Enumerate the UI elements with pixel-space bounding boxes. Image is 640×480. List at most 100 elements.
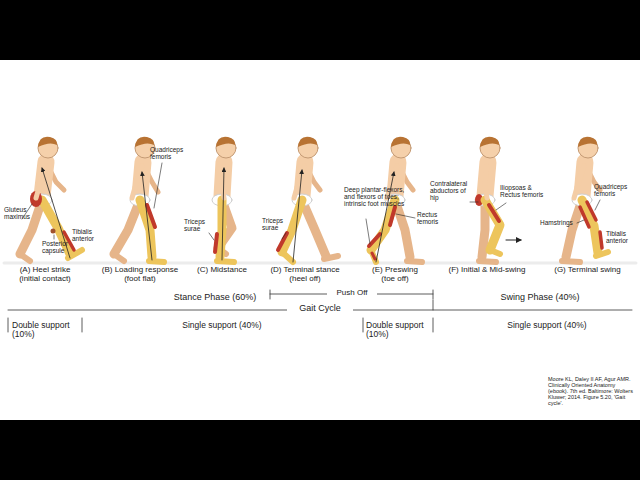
arm [574, 166, 584, 198]
muscle-label: Tibialis anterior [72, 228, 104, 242]
push-off-label: Push Off [327, 289, 377, 298]
phase-caption: (G) Terminal swing [545, 266, 630, 275]
walking-boy [20, 137, 82, 261]
front-leg [395, 200, 410, 257]
arm [485, 166, 487, 198]
walking-boy [278, 137, 338, 262]
support-label: Double support (10%) [12, 321, 80, 340]
gait-cycle-label: Gait Cycle [287, 304, 353, 314]
foot-bone [149, 261, 164, 262]
swing-arrow [506, 240, 521, 241]
force-line [293, 170, 302, 262]
support-label: Single support (40%) [505, 321, 589, 330]
leader-line [470, 202, 478, 203]
stance-foot [562, 261, 580, 262]
leader-line [282, 233, 286, 239]
force-line [376, 172, 394, 262]
muscle [278, 233, 287, 250]
arm [294, 166, 304, 198]
hair [216, 137, 235, 147]
support-tick [82, 318, 83, 332]
ground-shadow [4, 262, 636, 265]
muscle [587, 202, 596, 220]
leg-bone [220, 200, 222, 257]
front-foot [324, 256, 338, 259]
hair [480, 137, 499, 147]
stance-foot [479, 261, 496, 262]
force-line [222, 168, 224, 260]
muscle-label: Deep plantar-flexors, and flexors of toe… [344, 186, 406, 207]
back-foot [114, 254, 124, 261]
phase-label: Stance Phase (60%) [160, 293, 270, 303]
leader-line [577, 220, 584, 223]
muscle-label: Rectus femoris [417, 211, 445, 225]
phase-caption: (D) Terminal stance (heel off) [266, 266, 344, 284]
phase-caption: (A) Heel strike (initial contact) [13, 266, 77, 284]
foot-bone [217, 261, 234, 262]
support-tick [433, 318, 434, 332]
muscle [215, 234, 217, 252]
capsule [51, 229, 56, 234]
foot-bone [371, 250, 376, 262]
phase-caption: (C) Midstance [192, 266, 252, 275]
muscle-label: Posterior capsule [42, 240, 76, 254]
phase-divider [433, 300, 434, 310]
leader-line [396, 214, 415, 218]
support-label: Single support (40%) [180, 321, 264, 330]
muscle-label: Triceps surae [184, 218, 212, 232]
stance-leg [482, 200, 485, 257]
phase-caption: (B) Loading response (foot flat) [98, 266, 182, 284]
hair [578, 137, 597, 147]
bottom-bar [0, 420, 640, 480]
phase-caption: (E) Preswing (toe off) [367, 266, 423, 284]
front-leg [302, 200, 326, 256]
back-foot [20, 254, 30, 261]
citation-note: Moore KL, Daley II AF, Agur AMR. Clinica… [548, 376, 636, 406]
muscle-label: Hamstrings [540, 219, 576, 226]
muscle-label: Iliopsoas & Rectus femoris [500, 184, 544, 198]
front-foot [407, 261, 422, 262]
muscle-label: Gluteus maximus [4, 206, 38, 220]
force-line [142, 172, 152, 260]
muscle [372, 253, 375, 259]
walking-boy [209, 137, 236, 262]
leader-line [595, 200, 600, 210]
muscle [390, 207, 395, 225]
muscle [580, 207, 589, 227]
muscle [489, 205, 499, 221]
top-bar [0, 0, 640, 60]
hair [298, 137, 317, 147]
support-tick [8, 318, 9, 332]
back-leg [114, 200, 140, 254]
bracket-tick [433, 290, 434, 299]
muscle [600, 232, 602, 248]
muscle-label: Contralateral abductors of hip [430, 180, 474, 201]
leader-line [496, 203, 506, 210]
muscle-label: Quadriceps femoris [150, 146, 186, 160]
leg-bone [282, 200, 302, 252]
walking-boy [562, 137, 608, 262]
muscle-label: Triceps surae [262, 217, 290, 231]
support-tick [363, 318, 364, 332]
leader-line [154, 163, 162, 208]
arm [132, 166, 142, 198]
hair [391, 137, 410, 147]
muscle-label: Quadriceps femoris [594, 183, 630, 197]
phase-caption: (F) Initial & Mid-swing [437, 266, 537, 275]
foot-bone [282, 252, 293, 262]
muscle [369, 234, 380, 246]
bracket-tick [270, 290, 271, 299]
leg-bone [485, 200, 500, 250]
foot-bone [596, 252, 608, 256]
walking-boy [470, 137, 521, 262]
foot-bone [490, 250, 500, 254]
arm [36, 166, 46, 198]
muscle-label: Tibialis anterior [606, 230, 636, 244]
leader-line [209, 233, 214, 240]
support-label: Double support (10%) [366, 321, 432, 340]
leader-line [366, 219, 370, 244]
hair [38, 137, 57, 147]
phase-label: Swing Phase (40%) [485, 293, 595, 303]
